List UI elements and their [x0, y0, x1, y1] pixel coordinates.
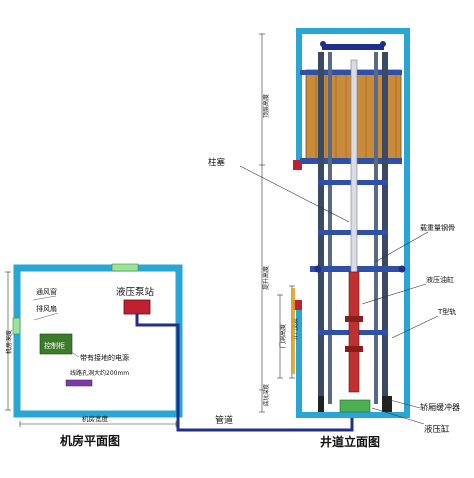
machine-room-caption: 机房平面图: [60, 433, 120, 448]
pit-depth-label: 底坑深度: [262, 383, 270, 406]
room-depth-label: 机房深度: [5, 330, 13, 354]
door-sill-lower: [293, 300, 302, 310]
hydraulic-jack-label: 液压油缸: [426, 275, 454, 284]
hydraulic-cylinder: [348, 271, 360, 393]
hydraulic-pipe: 管道: [135, 314, 354, 432]
guide-rail-left-inner: [328, 52, 332, 404]
guide-rail-right-inner: [374, 52, 378, 404]
buffer-label: 轿厢缓冲器: [420, 402, 460, 412]
controller-label: 控制柜: [44, 341, 65, 350]
shaft-dimensions: [259, 33, 295, 413]
top-height-label: 顶层高度: [262, 94, 270, 118]
callout-lines: [239, 165, 439, 425]
pump-station-box: [123, 299, 151, 315]
grounded-supply-label: 带有接地的电源: [80, 353, 129, 362]
shaft-caption: 井道立面图: [320, 434, 380, 449]
room-width-label: 机房宽度: [82, 414, 109, 423]
cable-hole-label: 线路孔洞大约200mm: [70, 369, 129, 377]
t-rail-label: T型轨: [437, 307, 456, 316]
car-label: 柱塞: [208, 157, 226, 168]
plunger-rod: [350, 59, 358, 273]
vent-window-left: [12, 317, 21, 335]
cylinder-label: 液压缸: [424, 424, 450, 435]
door-frame-marker: [291, 288, 295, 374]
car-buffer-left: [318, 396, 324, 412]
cable-hole-box: [65, 379, 93, 387]
cylinder-base: [339, 399, 371, 413]
pipe-line: [135, 314, 354, 432]
machine-room-plan: 通风窗 排风扇 液压泵站 控制柜 带有接地的电源 线路孔洞大约200mm 机房深…: [5, 263, 183, 448]
guide-rail-right-outer: [382, 52, 388, 404]
pipe-label: 管道: [215, 414, 233, 426]
pump-station-label: 液压泵站: [116, 286, 155, 298]
top-crosshead: [322, 44, 384, 50]
door-height-label: 门洞高度: [279, 324, 287, 348]
car-guide-label: 载重量钢骨: [420, 223, 455, 232]
travel-label: 提升高度: [262, 266, 270, 290]
vent-window-label: 通风窗: [36, 287, 57, 296]
shaft-elevation: 顶层高度 提升高度 底坑深度 门洞高度 开门宽度 柱塞 载重量钢骨 液压油缸 T…: [208, 28, 460, 449]
car-buffer: [382, 396, 392, 412]
vent-window-top: [111, 263, 139, 272]
door-sill-upper: [293, 160, 302, 170]
guide-rail-left-outer: [318, 52, 324, 404]
controller-box: [39, 333, 73, 355]
exhaust-fan-label: 排风扇: [36, 304, 57, 313]
